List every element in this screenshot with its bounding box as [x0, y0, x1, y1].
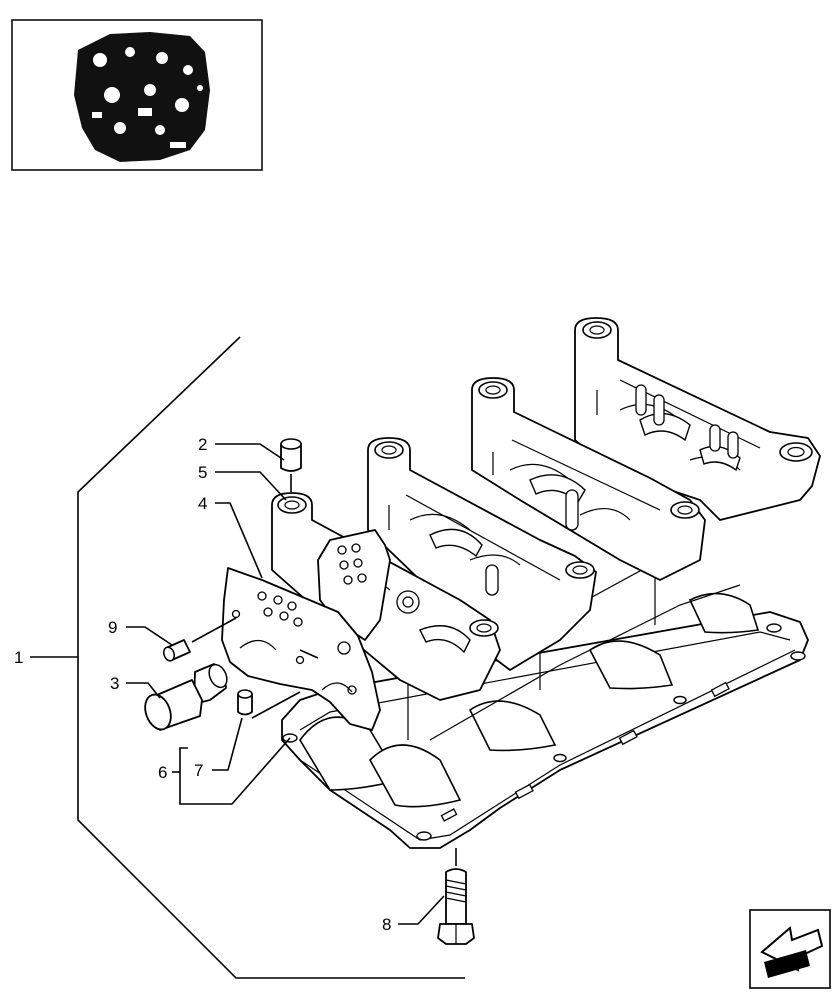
assembly-bracket	[30, 336, 465, 979]
plate-part	[221, 567, 381, 731]
callout-9: 9	[108, 618, 117, 637]
pin-small	[162, 639, 191, 662]
callout-5: 5	[198, 463, 207, 482]
callout-2: 2	[198, 435, 207, 454]
bolt	[437, 868, 475, 945]
sleeve-bushing	[237, 689, 253, 716]
dowel-pin	[280, 438, 302, 472]
engine-thumbnail[interactable]	[11, 19, 263, 171]
back-arrow-icon[interactable]	[749, 909, 831, 989]
callout-3: 3	[110, 674, 119, 693]
plug-bushing	[144, 663, 228, 731]
crankcase-bedplate	[281, 550, 809, 849]
callout-4: 4	[198, 494, 207, 513]
callout-8: 8	[382, 915, 391, 934]
front-cover-plate	[317, 529, 420, 641]
leader-lines	[126, 443, 445, 925]
callout-labels: 1 2 3 4 5 6 7 8 9	[14, 435, 391, 934]
callout-6: 6	[158, 763, 167, 782]
callout-7: 7	[194, 761, 203, 780]
callout-1: 1	[14, 648, 23, 667]
